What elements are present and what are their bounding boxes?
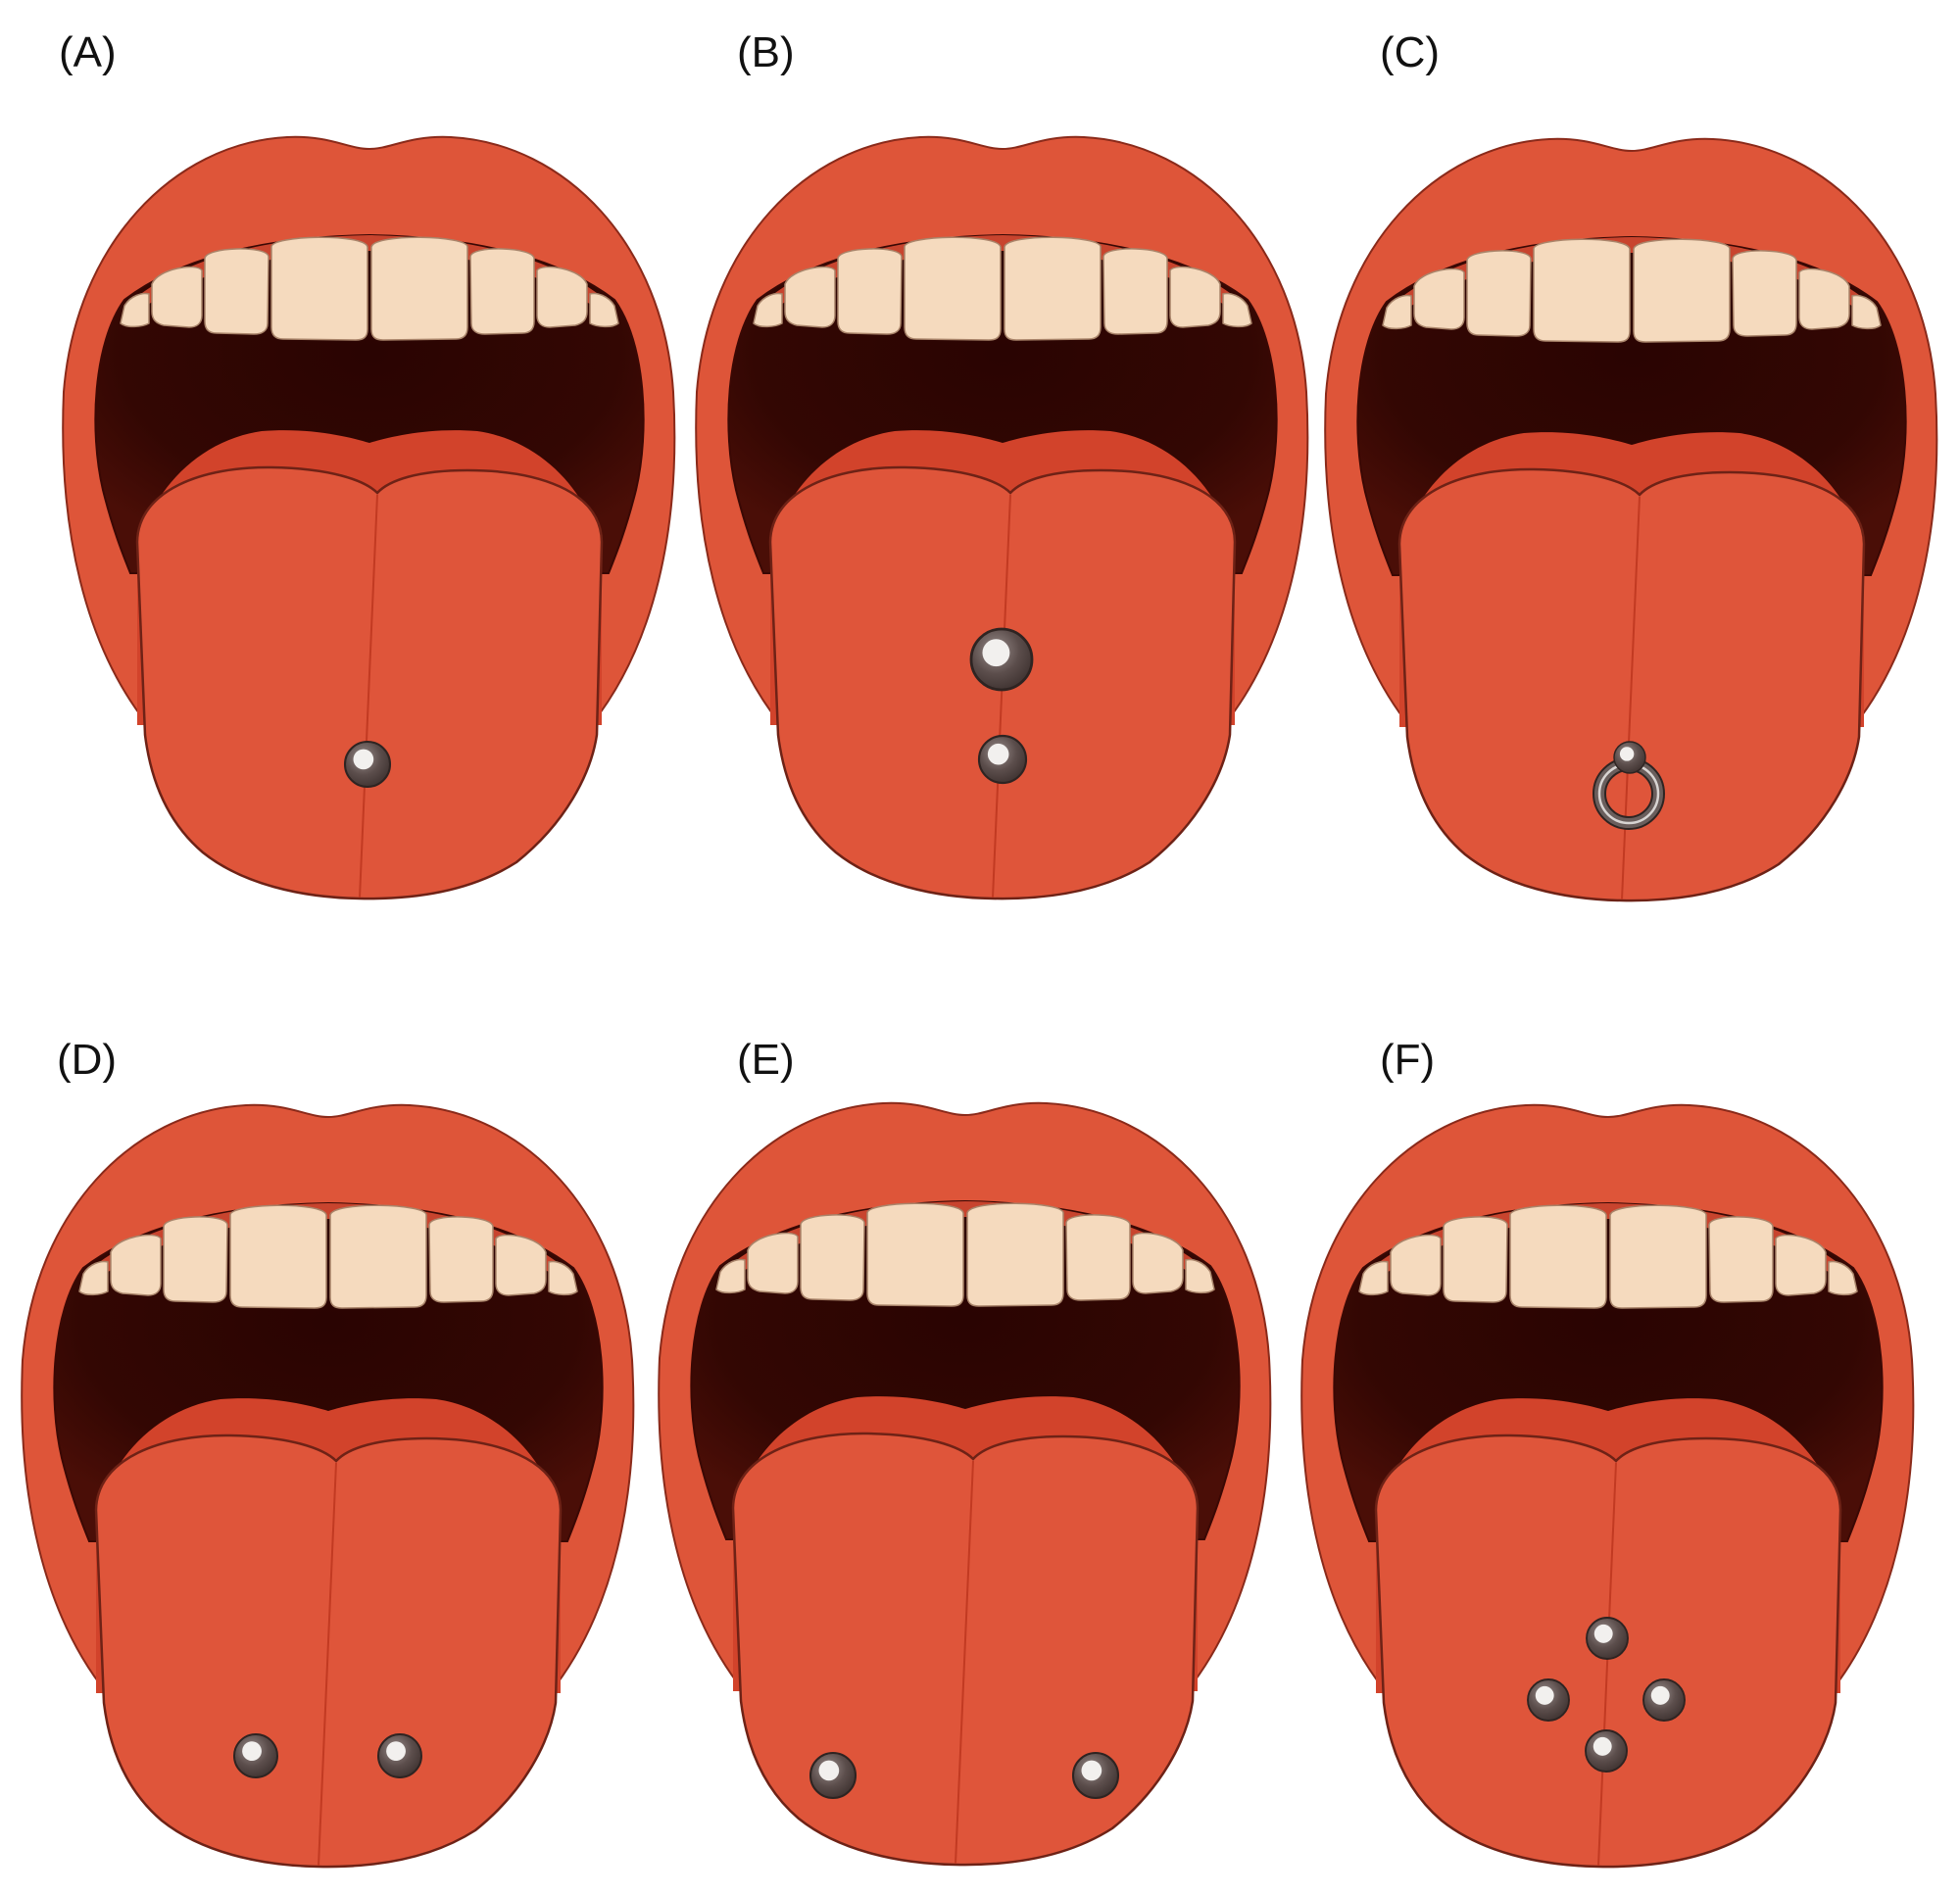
stud-icon [1528,1679,1569,1721]
stud-icon [810,1753,856,1798]
stud-icon [979,736,1026,783]
panel-label-a: (A) [59,28,117,76]
stud-icon [1586,1730,1627,1772]
panel-a-mouth [61,135,676,900]
panel-c-mouth [1323,137,1938,902]
panel-label-c: (C) [1380,28,1441,76]
panel-b-mouth [694,135,1309,900]
stud-icon [1587,1618,1628,1659]
panel-d-mouth [20,1103,635,1869]
panel-label-f: (F) [1380,1036,1436,1084]
panel-label-b: (B) [737,28,795,76]
bead-icon [1614,742,1645,773]
stud-icon [971,629,1032,690]
panel-e-mouth [657,1101,1272,1867]
panel-f-mouth [1299,1103,1915,1869]
stud-icon [1643,1679,1685,1721]
stud-icon [345,742,390,787]
stud-icon [1073,1753,1118,1798]
stud-icon [378,1734,421,1777]
stud-icon [234,1734,277,1777]
panel-label-e: (E) [737,1036,795,1084]
panel-label-d: (D) [57,1036,118,1084]
